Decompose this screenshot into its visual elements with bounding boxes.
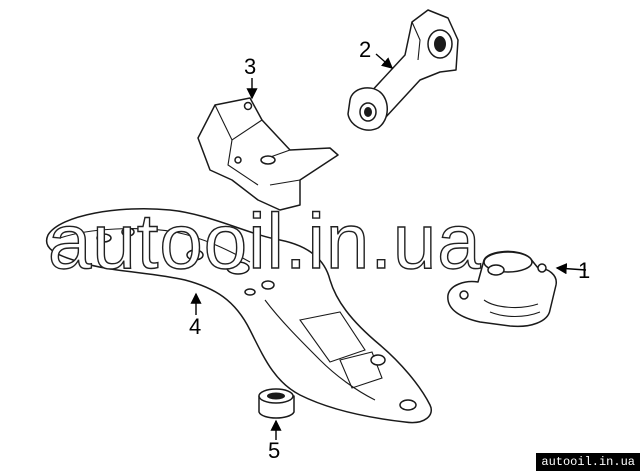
callout-3-label: 3: [244, 54, 256, 79]
callout-5: 5: [268, 419, 282, 463]
callout-2: 2: [359, 37, 394, 69]
callout-1: 1: [555, 258, 590, 283]
bushing-part: [258, 388, 295, 419]
footer-badge: autooil.in.ua: [536, 453, 640, 471]
bracket-part: [197, 97, 339, 211]
callout-4-label: 4: [189, 314, 201, 339]
callout-3: 3: [244, 54, 258, 100]
watermark-text: autooil.in.ua: [48, 197, 482, 285]
callout-5-label: 5: [268, 438, 280, 463]
callout-2-label: 2: [359, 37, 371, 62]
torque-rod-part: [347, 9, 459, 131]
engine-mount-part: [447, 250, 557, 328]
callout-4: 4: [189, 292, 202, 339]
callout-1-label: 1: [578, 258, 590, 283]
crossmember-part: [45, 207, 432, 424]
